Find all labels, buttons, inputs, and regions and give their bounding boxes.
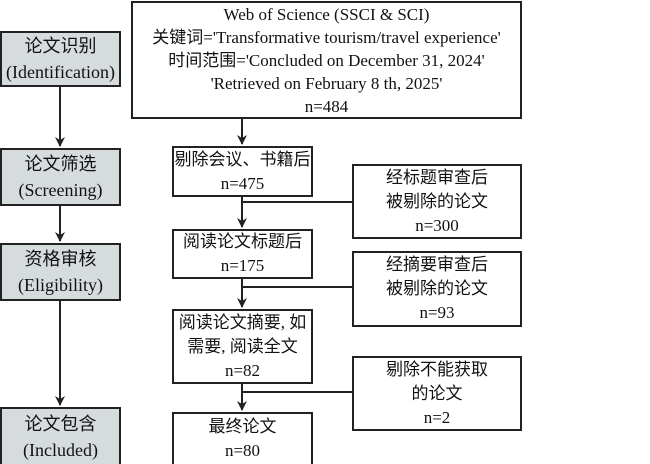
source-database: Web of Science (SSCI & SCI) [223, 4, 430, 24]
excluded-label: 被剔除的论文 [386, 191, 488, 211]
stage-label-en: (Screening) [18, 180, 103, 200]
flow-box-3: 阅读论文摘要, 如 需要, 阅读全文 n=82 [172, 309, 313, 384]
stage-eligibility: 资格审核 (Eligibility) [0, 243, 121, 301]
flow-label: 需要, 阅读全文 [187, 336, 298, 356]
source-count: n=484 [304, 96, 349, 116]
flow-label: 阅读论文摘要, 如 [178, 312, 307, 332]
excluded-label: 经摘要审查后 [386, 255, 488, 274]
excluded-label: 经标题审查后 [386, 167, 488, 187]
excluded-label: 被剔除的论文 [386, 279, 488, 298]
flow-count: n=82 [224, 360, 261, 380]
stage-label-zh: 论文筛选 [24, 154, 97, 174]
excluded-box-2: 经摘要审查后 被剔除的论文 n=93 [352, 251, 522, 327]
flow-count: n=80 [224, 441, 261, 460]
flow-count: n=175 [220, 256, 265, 275]
stage-included: 论文包含 (Included) [0, 407, 121, 464]
flow-box-4: 最终论文 n=80 [172, 412, 313, 464]
stage-label-en: (Identification) [6, 62, 115, 82]
stage-label-en: (Included) [23, 440, 98, 460]
excluded-count: n=2 [423, 407, 451, 427]
stage-label-zh: 论文识别 [24, 36, 97, 56]
source-retrieved: 'Retrieved on February 8 th, 2025' [210, 73, 443, 93]
flow-box-2: 阅读论文标题后 n=175 [172, 229, 313, 279]
excluded-count: n=93 [419, 303, 455, 322]
flow-box-1: 剔除会议、书籍后 n=475 [172, 146, 313, 197]
stage-label-zh: 论文包含 [24, 414, 97, 434]
stage-label-en: (Eligibility) [18, 275, 103, 295]
stage-label-zh: 资格审核 [24, 249, 97, 269]
flow-label: 阅读论文标题后 [183, 232, 302, 251]
excluded-label: 剔除不能获取 [386, 359, 488, 379]
source-keywords: 关键词='Transformative tourism/travel exper… [152, 27, 501, 47]
excluded-count: n=300 [415, 215, 459, 235]
stage-identification: 论文识别 (Identification) [0, 31, 121, 87]
flow-label: 剔除会议、书籍后 [174, 149, 311, 169]
excluded-box-1: 经标题审查后 被剔除的论文 n=300 [352, 164, 522, 239]
excluded-label: 的论文 [411, 383, 463, 403]
flow-count: n=475 [220, 173, 265, 193]
source-time-range: 时间范围='Concluded on December 31, 2024' [168, 50, 485, 70]
source-box: Web of Science (SSCI & SCI) 关键词='Transfo… [131, 1, 522, 119]
flow-label: 最终论文 [208, 417, 277, 436]
excluded-box-3: 剔除不能获取 的论文 n=2 [352, 356, 522, 431]
stage-screening: 论文筛选 (Screening) [0, 148, 121, 206]
